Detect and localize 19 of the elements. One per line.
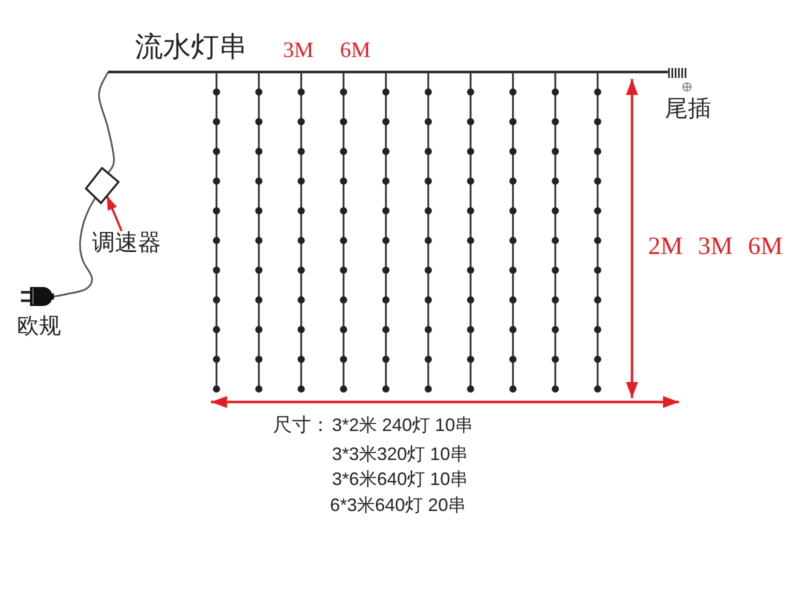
spec-line: 3*2米 240灯 10串 [332, 416, 474, 434]
dimension-label: 3M [698, 234, 733, 259]
spec-line: 3*3米320灯 10串 [332, 445, 468, 463]
part-label: 尾插 [665, 97, 711, 120]
leader-arrow [106, 196, 123, 232]
dimension-label: 3M [283, 39, 314, 61]
dimension-label: 6M [340, 39, 371, 61]
dimension-label: 6M [748, 234, 783, 259]
part-label: 欧规 [17, 315, 61, 337]
title: 流水灯串 [135, 33, 247, 61]
plug-icon [21, 286, 54, 307]
callout-label: 调速器 [92, 231, 161, 254]
cable [98, 72, 115, 174]
spec-line: 3*6米640灯 10串 [332, 470, 468, 488]
dimension-label: 2M [648, 234, 683, 259]
spec-line: 6*3米640灯 20串 [330, 496, 466, 514]
controller-box [84, 166, 121, 205]
spec-heading: 尺寸： [273, 416, 330, 435]
cable [54, 197, 96, 298]
